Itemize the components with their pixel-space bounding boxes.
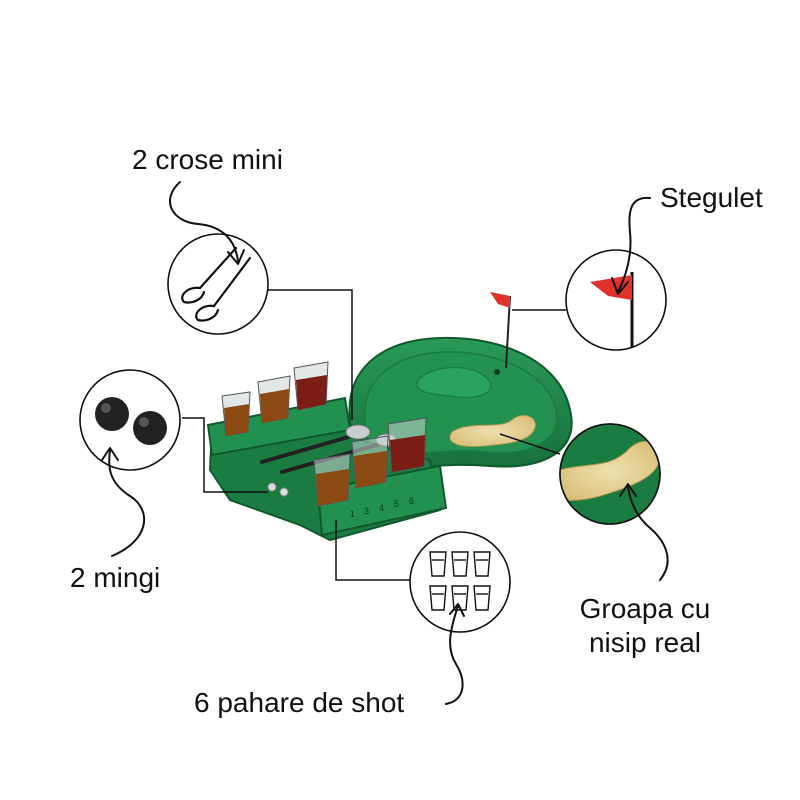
arrow-shots bbox=[445, 605, 464, 705]
tray-number: 4 bbox=[379, 503, 384, 513]
tray-number: 6 bbox=[409, 496, 414, 506]
label-shots: 6 pahare de shot bbox=[194, 687, 405, 718]
front-shot-glasses bbox=[313, 417, 427, 507]
flag-cloth bbox=[490, 292, 510, 308]
arrow-flag bbox=[617, 196, 651, 293]
shot-glass bbox=[221, 391, 251, 437]
golf-ball bbox=[267, 482, 277, 492]
flag-pole bbox=[505, 295, 511, 369]
shot-glass bbox=[387, 417, 427, 473]
arrow-sand bbox=[627, 485, 669, 581]
shot-glass bbox=[257, 375, 291, 424]
arrow-balls bbox=[108, 449, 146, 557]
label-balls: 2 mingi bbox=[70, 562, 161, 593]
label-sand-line2: nisip real bbox=[588, 626, 702, 658]
golf-ball bbox=[279, 487, 289, 497]
shot-glass bbox=[351, 435, 389, 489]
tray-number: 1 bbox=[350, 509, 355, 519]
tray-number: 5 bbox=[394, 499, 399, 509]
tray-number-labels: 1 2 3 4 5 6 bbox=[350, 496, 414, 519]
tray-number: 3 bbox=[364, 506, 369, 516]
back-shot-glasses bbox=[221, 361, 329, 437]
label-sand: Groapa cu nisip real bbox=[560, 592, 730, 659]
shot-glass bbox=[313, 453, 351, 507]
flag-icon bbox=[565, 249, 667, 351]
label-sand-line1: Groapa cu bbox=[579, 593, 711, 624]
front-shot-tray bbox=[316, 464, 448, 537]
connector-lines bbox=[182, 289, 566, 581]
golf-clubs-icon bbox=[167, 233, 269, 335]
annotation-arrows bbox=[101, 181, 669, 705]
arrow-clubs bbox=[169, 181, 239, 263]
label-clubs: 2 crose mini bbox=[132, 144, 283, 175]
label-flag: Stegulet bbox=[660, 182, 763, 213]
shot-glasses-icon bbox=[409, 531, 511, 633]
shot-glass bbox=[293, 361, 329, 411]
golf-board-product: 1 2 3 4 5 6 bbox=[206, 292, 573, 542]
balls-icon bbox=[79, 369, 181, 471]
sand-trap-icon bbox=[559, 423, 661, 525]
